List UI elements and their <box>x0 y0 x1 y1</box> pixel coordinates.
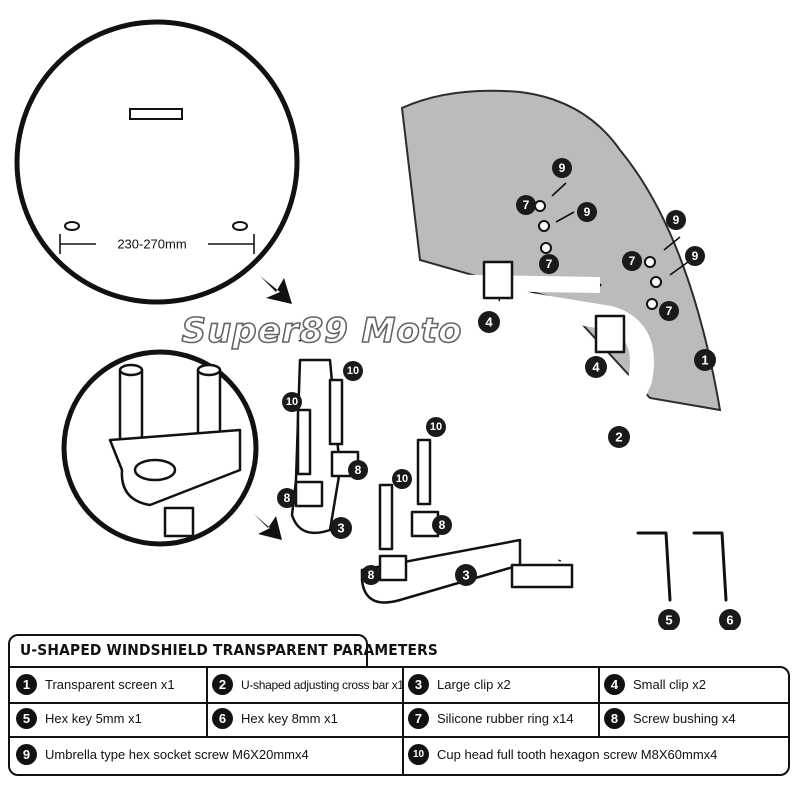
callout-7: 7 <box>516 195 536 215</box>
svg-text:1: 1 <box>701 353 708 368</box>
svg-text:8: 8 <box>368 568 375 582</box>
svg-text:4: 4 <box>485 315 493 330</box>
callout-8: 8 <box>361 565 381 585</box>
callout-10: 10 <box>392 469 412 489</box>
grid-divider <box>206 668 208 736</box>
svg-text:2: 2 <box>615 430 622 445</box>
svg-text:9: 9 <box>584 205 591 219</box>
watermark-text: Super89 Moto <box>182 311 463 351</box>
svg-text:10: 10 <box>286 396 298 408</box>
callout-4: 4 <box>585 356 607 378</box>
windshield-screen <box>400 89 722 412</box>
svg-text:9: 9 <box>692 249 699 263</box>
grid-divider <box>10 736 788 738</box>
grid-divider <box>10 702 788 704</box>
callout-9: 9 <box>552 158 572 178</box>
svg-text:7: 7 <box>666 304 673 318</box>
small-clip-right <box>594 314 626 354</box>
svg-text:7: 7 <box>523 198 530 212</box>
svg-text:8: 8 <box>355 463 362 477</box>
callout-10: 10 <box>343 361 363 381</box>
svg-text:5: 5 <box>665 613 672 628</box>
callout-10: 10 <box>426 417 446 437</box>
callout-7: 7 <box>539 254 559 274</box>
callout-8: 8 <box>348 460 368 480</box>
assembly-diagram: 230-270mm Super <box>14 19 741 630</box>
callout-7: 7 <box>622 251 642 271</box>
callout-8: 8 <box>432 515 452 535</box>
svg-text:7: 7 <box>629 254 636 268</box>
small-clip-left <box>482 260 514 300</box>
parameters-title-tab: U-SHAPED WINDSHIELD TRANSPARENT PARAMETE… <box>8 634 438 668</box>
grid-divider <box>402 668 404 774</box>
arrow-icon <box>252 512 282 540</box>
dimension-label: 230-270mm <box>117 237 186 252</box>
callout-6: 6 <box>719 609 741 630</box>
svg-text:9: 9 <box>559 161 566 175</box>
svg-text:8: 8 <box>284 491 291 505</box>
callout-2: 2 <box>608 426 630 448</box>
callout-10: 10 <box>282 392 302 412</box>
svg-text:4: 4 <box>592 360 600 375</box>
svg-text:3: 3 <box>462 568 469 583</box>
callout-3: 3 <box>330 517 352 539</box>
callout-7: 7 <box>659 301 679 321</box>
callout-9: 9 <box>666 210 686 230</box>
svg-text:9: 9 <box>673 213 680 227</box>
callout-1: 1 <box>694 349 716 371</box>
svg-text:8: 8 <box>439 518 446 532</box>
clip-detail-circle <box>61 349 259 547</box>
callout-5: 5 <box>658 609 680 630</box>
svg-text:7: 7 <box>546 257 553 271</box>
callout-4: 4 <box>478 311 500 333</box>
callout-3: 3 <box>455 564 477 586</box>
u-bar-detail-circle: 230-270mm <box>14 19 300 305</box>
arrow-icon <box>256 272 292 304</box>
svg-text:10: 10 <box>396 473 408 485</box>
svg-text:3: 3 <box>337 521 344 536</box>
callout-9: 9 <box>685 246 705 266</box>
parameters-panel: U-SHAPED WINDSHIELD TRANSPARENT PARAMETE… <box>8 634 790 776</box>
svg-text:10: 10 <box>347 365 359 377</box>
svg-text:10: 10 <box>430 421 442 433</box>
callout-9: 9 <box>577 202 597 222</box>
callout-8: 8 <box>277 488 297 508</box>
svg-text:6: 6 <box>726 613 733 628</box>
grid-divider <box>598 668 600 736</box>
parameters-title: U-SHAPED WINDSHIELD TRANSPARENT PARAMETE… <box>20 641 439 659</box>
